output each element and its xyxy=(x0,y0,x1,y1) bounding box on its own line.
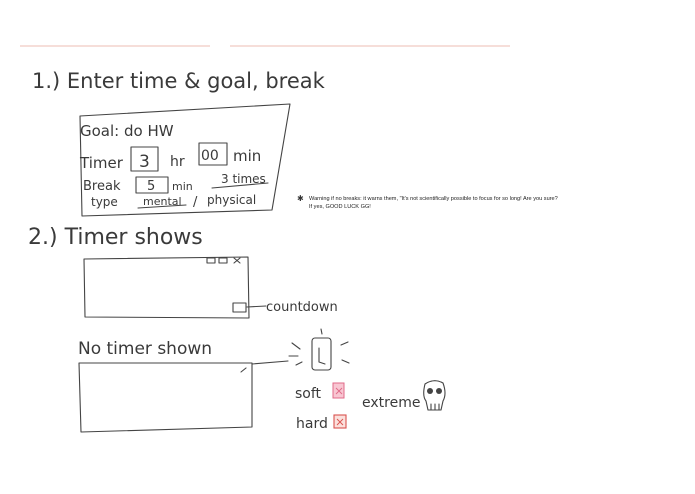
skull-icon xyxy=(423,380,446,411)
hard-alert-mark xyxy=(336,418,344,426)
settings-form-box xyxy=(79,103,291,217)
soft-alert-mark xyxy=(335,387,343,395)
minimize-icon[interactable] xyxy=(206,257,216,264)
type-label: type xyxy=(91,195,118,209)
no-timer-pointer xyxy=(240,360,289,373)
break-min-unit: min xyxy=(172,180,193,193)
phone-vibration-marks xyxy=(288,328,350,366)
type-separator: / xyxy=(193,195,198,210)
timer-hr-unit: hr xyxy=(170,154,185,170)
break-times-value: 3 times xyxy=(221,172,266,186)
step2-heading: 2.) Timer shows xyxy=(28,225,203,250)
type-mental-underline xyxy=(137,204,187,209)
timer-hours-box[interactable] xyxy=(130,146,159,172)
timer-window xyxy=(83,256,250,319)
window-controls xyxy=(206,257,241,264)
phone-icon xyxy=(311,337,332,371)
extreme-label: extreme xyxy=(362,395,420,411)
warning-line-2: If yes, GOOD LUCK GG! xyxy=(309,204,371,210)
break-times-underline xyxy=(211,182,269,189)
phone-inner-mark xyxy=(318,347,326,365)
warning-line-1: Warning if no breaks: it warns them, "It… xyxy=(309,196,558,202)
break-label: Break xyxy=(83,179,121,194)
timer-min-unit: min xyxy=(233,147,261,165)
step1-heading: 1.) Enter time & goal, break xyxy=(32,69,326,93)
timer-minutes-box[interactable] xyxy=(198,142,228,166)
goal-line: Goal: do HW xyxy=(80,122,174,140)
warning-star-icon: ✱ xyxy=(297,194,304,203)
hard-label: hard xyxy=(296,416,328,432)
close-icon[interactable] xyxy=(233,257,241,264)
break-minutes-box[interactable] xyxy=(135,176,169,194)
no-timer-window xyxy=(78,362,253,433)
no-timer-heading: No timer shown xyxy=(78,339,212,359)
timer-hours-value: 3 xyxy=(139,152,150,172)
maximize-icon[interactable] xyxy=(218,257,228,264)
timer-label: Timer xyxy=(79,154,124,172)
countdown-label: countdown xyxy=(266,300,338,315)
countdown-pointer xyxy=(246,305,267,308)
countdown-box xyxy=(232,302,247,313)
type-physical-option[interactable]: physical xyxy=(207,193,256,207)
timer-minutes-value: 00 xyxy=(201,148,219,164)
type-mental-option[interactable]: mental xyxy=(143,195,182,208)
break-minutes-value: 5 xyxy=(147,179,155,194)
soft-label: soft xyxy=(295,386,322,402)
